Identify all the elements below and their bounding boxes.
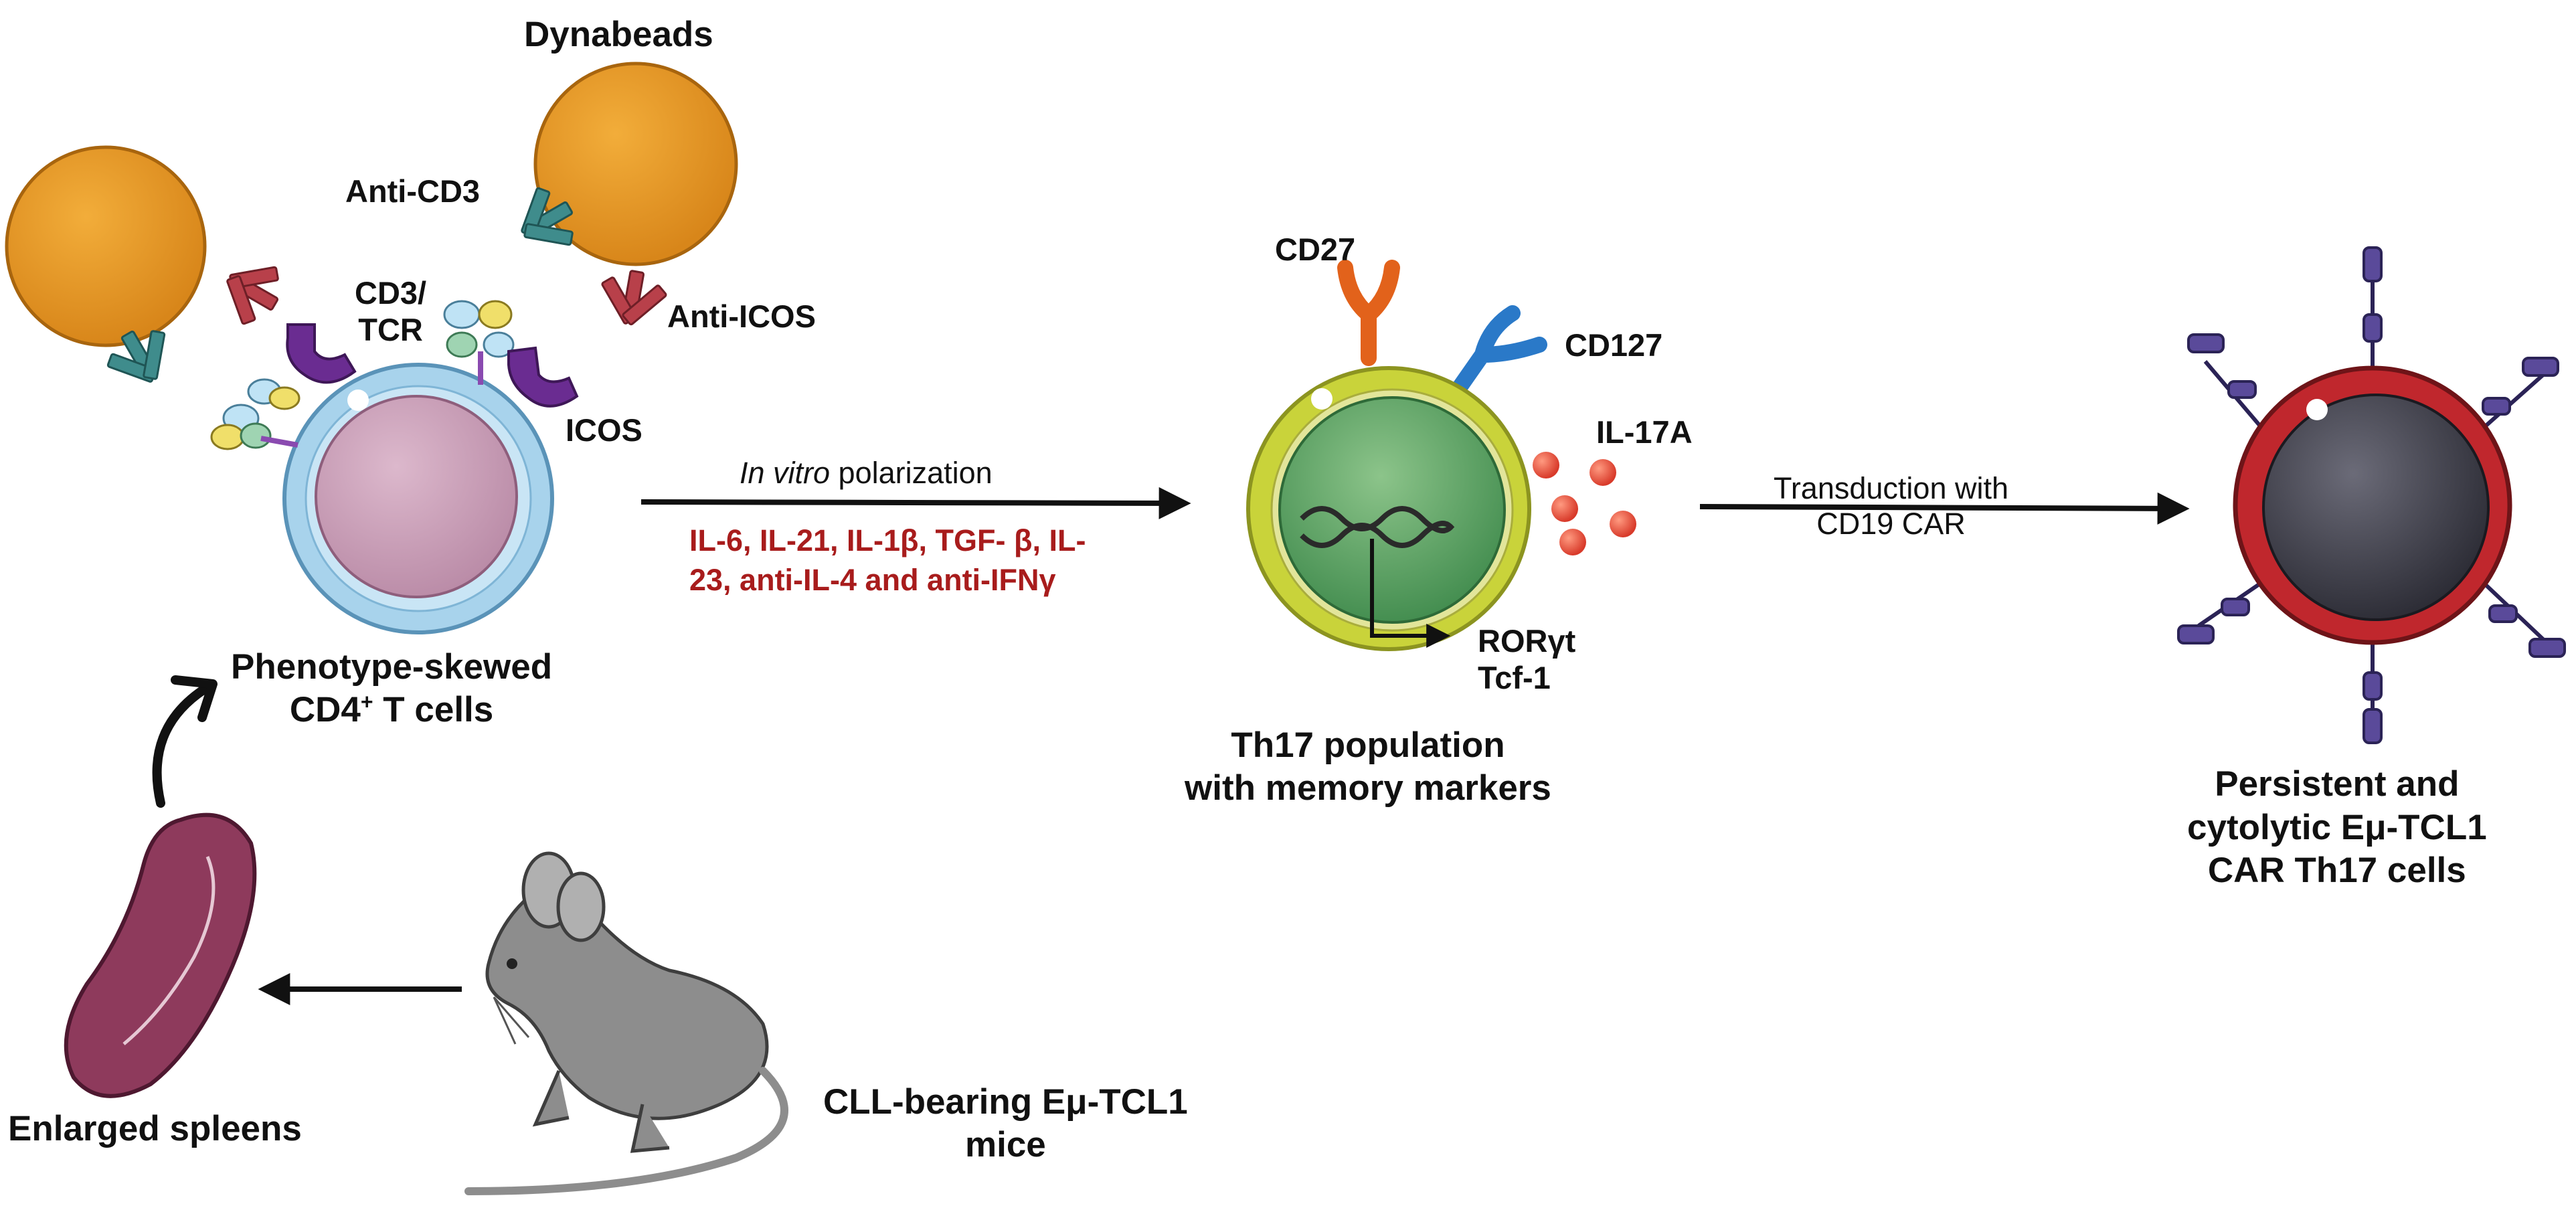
car-th17-label: Persistent and cytolytic Eμ-TCL1 CAR Th1… [2187, 764, 2487, 891]
th17-cell-icon [1246, 260, 1547, 651]
cytokine-icon [1533, 452, 1636, 555]
rorgt-tcf1-label: RORγt Tcf-1 [1478, 623, 1576, 696]
cll-mice-label: CLL-bearing Eμ-TCL1 mice [823, 1082, 1188, 1164]
enlarged-spleens-label: Enlarged spleens [8, 1109, 302, 1148]
cytokines-label: IL-6, IL-21, IL-1β, TGF- β, IL- 23, anti… [689, 523, 1086, 598]
mouse-icon [464, 851, 788, 1195]
polarization-label: In vitro polarization [740, 456, 993, 490]
dynabeads-label: Dynabeads [524, 15, 713, 54]
arrow-icon [152, 685, 209, 808]
arrow-icon [1699, 492, 2190, 525]
anti-icos-label: Anti-ICOS [667, 298, 816, 334]
transduction-label: Transduction with CD19 CAR [1774, 471, 2008, 541]
dna-icon [1300, 506, 1455, 548]
tcr-complex-icon [210, 300, 515, 450]
phenotype-skewed-label: Phenotype-skewed CD4+ T cells [231, 647, 553, 729]
cd27-label: CD27 [1275, 232, 1356, 267]
icos-label: ICOS [566, 412, 642, 448]
arrow-icon [640, 487, 1191, 519]
dynabead-icon [5, 62, 738, 347]
arrow-icon [1370, 539, 1451, 648]
il17a-label: IL-17A [1596, 414, 1693, 450]
spleen-icon [64, 812, 257, 1098]
car-receptor-icon [2177, 246, 2566, 744]
antibody-icon [106, 187, 667, 383]
cd3-tcr-label: CD3/ TCR [355, 275, 427, 348]
anti-cd3-label: Anti-CD3 [345, 173, 481, 209]
cd127-label: CD127 [1565, 327, 1663, 363]
cd4-t-cell-icon [282, 363, 554, 634]
th17-population-label: Th17 population with memory markers [1185, 725, 1551, 808]
car-t-cell-icon [2177, 246, 2566, 744]
icos-receptor-icon [286, 323, 579, 408]
